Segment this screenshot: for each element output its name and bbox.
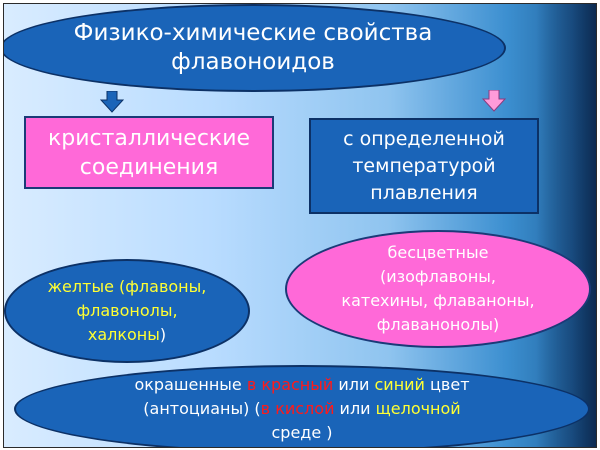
colorless-line-3: катехины, флаваноны,	[341, 291, 535, 310]
crystalline-line-1: кристаллические	[47, 125, 251, 151]
slide: Физико-химические свойства флавоноидов к…	[3, 3, 597, 448]
colored-text-anthocyanins: (антоцианы) (	[143, 399, 261, 418]
title-line-1: Физико-химические свойства	[73, 20, 433, 46]
melting-line-2: температурой	[352, 154, 496, 177]
down-arrow-icon-pink	[482, 90, 506, 112]
colorless-line-2: (изофлавоны,	[379, 267, 497, 286]
colored-text-blue: синий	[374, 375, 425, 394]
crystalline-line-2: соединения	[79, 154, 219, 180]
colored-text-or-2: или	[334, 399, 376, 418]
crystalline-compounds-box: кристаллические соединения	[24, 116, 274, 189]
colored-text-1: окрашенные	[134, 375, 247, 394]
yellow-flavonoids-ellipse: желтые (флавоны, флавонолы, халконы)	[4, 259, 250, 363]
yellow-line-2: флавонолы,	[76, 301, 178, 320]
yellow-line-3-close: )	[159, 325, 167, 344]
colored-text-alkaline: щелочной	[375, 399, 461, 418]
melting-line-1: с определенной	[343, 127, 505, 150]
yellow-line-3: халконы	[87, 325, 160, 344]
down-arrow-icon-blue	[100, 91, 124, 113]
colored-text-or-1: или	[333, 375, 375, 394]
colorless-line-1: бесцветные	[387, 243, 489, 262]
colored-text-red: в красный	[246, 375, 334, 394]
slide-edge-shading	[536, 4, 596, 447]
yellow-line-1: желтые (флавоны,	[47, 277, 207, 296]
colored-flavonoids-ellipse: окрашенные в красный или синий цвет (ант…	[14, 365, 590, 447]
melting-line-3: плавления	[370, 181, 478, 204]
colored-text-acidic: в кислой	[260, 399, 335, 418]
melting-point-box: с определенной температурой плавления	[309, 118, 539, 214]
colorless-line-4: флаванонолы)	[376, 315, 500, 334]
colored-text-color: цвет	[424, 375, 470, 394]
colorless-flavonoids-ellipse: бесцветные (изофлавоны, катехины, флаван…	[285, 230, 591, 348]
colored-text-medium: среде )	[271, 423, 333, 442]
title-ellipse: Физико-химические свойства флавоноидов	[4, 4, 506, 92]
title-line-2: флавоноидов	[171, 49, 335, 75]
